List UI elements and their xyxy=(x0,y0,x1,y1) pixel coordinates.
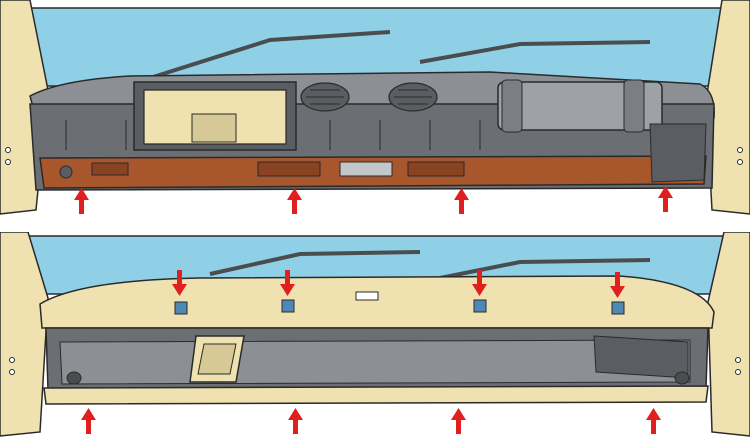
body-bolt xyxy=(735,357,741,363)
a-pillar-left xyxy=(0,232,49,437)
blue-bracket xyxy=(174,301,188,315)
blue-bracket xyxy=(281,299,295,313)
air-vent-grille xyxy=(306,89,432,105)
trim-slot xyxy=(257,161,321,177)
red-arrow xyxy=(287,188,302,214)
dashboard-panel-bottom xyxy=(0,232,750,440)
glovebox-area xyxy=(649,123,707,183)
body-bolt xyxy=(9,369,15,375)
blue-bracket xyxy=(611,301,625,315)
trim-knob xyxy=(59,165,73,179)
red-arrow xyxy=(472,270,487,296)
body-bolt xyxy=(5,159,11,165)
dashboard-illustration-top xyxy=(0,0,750,215)
red-arrow xyxy=(288,408,303,434)
body-bolt xyxy=(735,369,741,375)
blue-bracket xyxy=(473,299,487,313)
body-bolt xyxy=(737,159,743,165)
instrument-hood-opening xyxy=(197,343,237,375)
wiper-blade-right xyxy=(439,258,651,280)
red-arrow xyxy=(81,408,96,434)
heater-clamp-left xyxy=(501,79,523,133)
trim-slot xyxy=(407,161,465,177)
wiper-blade-left xyxy=(149,30,391,80)
red-arrow xyxy=(658,186,673,212)
dashboard-panel-seams xyxy=(65,120,481,150)
body-bolt xyxy=(737,147,743,153)
red-arrow xyxy=(74,188,89,214)
heater-duct xyxy=(497,81,663,131)
red-arrow xyxy=(451,408,466,434)
cavity-hole-left xyxy=(66,371,82,385)
cavity-hole-right xyxy=(674,371,690,385)
red-arrow xyxy=(646,408,661,434)
dashboard-lower-rail xyxy=(43,385,709,405)
red-arrow xyxy=(172,270,187,296)
red-arrow xyxy=(610,272,625,298)
body-bolt xyxy=(5,147,11,153)
wiper-blade-left xyxy=(209,250,421,276)
trim-slot xyxy=(91,162,129,176)
top-slot xyxy=(355,291,379,301)
instrument-bracket xyxy=(191,113,237,143)
dashboard-illustration-bottom xyxy=(0,232,750,437)
wiper-blade-right xyxy=(419,40,651,64)
heater-clamp-right xyxy=(623,79,645,133)
body-bolt xyxy=(9,357,15,363)
heater-mount xyxy=(593,335,689,379)
red-arrow xyxy=(280,270,295,296)
red-arrow xyxy=(454,188,469,214)
trim-controls xyxy=(339,161,393,177)
a-pillar-right xyxy=(707,232,750,437)
dashboard-panel-top xyxy=(0,0,750,215)
